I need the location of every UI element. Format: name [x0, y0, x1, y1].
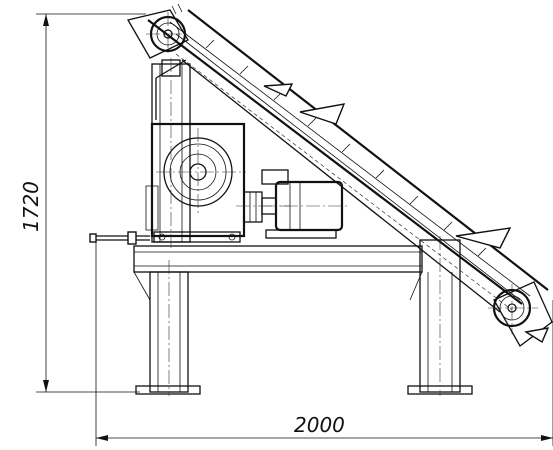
centre-lines	[168, 58, 441, 396]
height-dimension-label: 1720	[19, 181, 43, 232]
gearbox	[145, 122, 246, 243]
width-dimension-label: 2000	[294, 413, 345, 437]
electric-motor	[261, 169, 350, 239]
coupling	[236, 191, 290, 223]
inclined-conveyor	[147, 9, 549, 313]
tension-rod	[89, 231, 150, 245]
tail-pulley	[488, 281, 553, 347]
head-pulley	[126, 3, 190, 59]
support-frame	[133, 239, 473, 395]
width-dimension: 2000	[95, 236, 553, 446]
height-dimension: 1720	[19, 13, 146, 393]
